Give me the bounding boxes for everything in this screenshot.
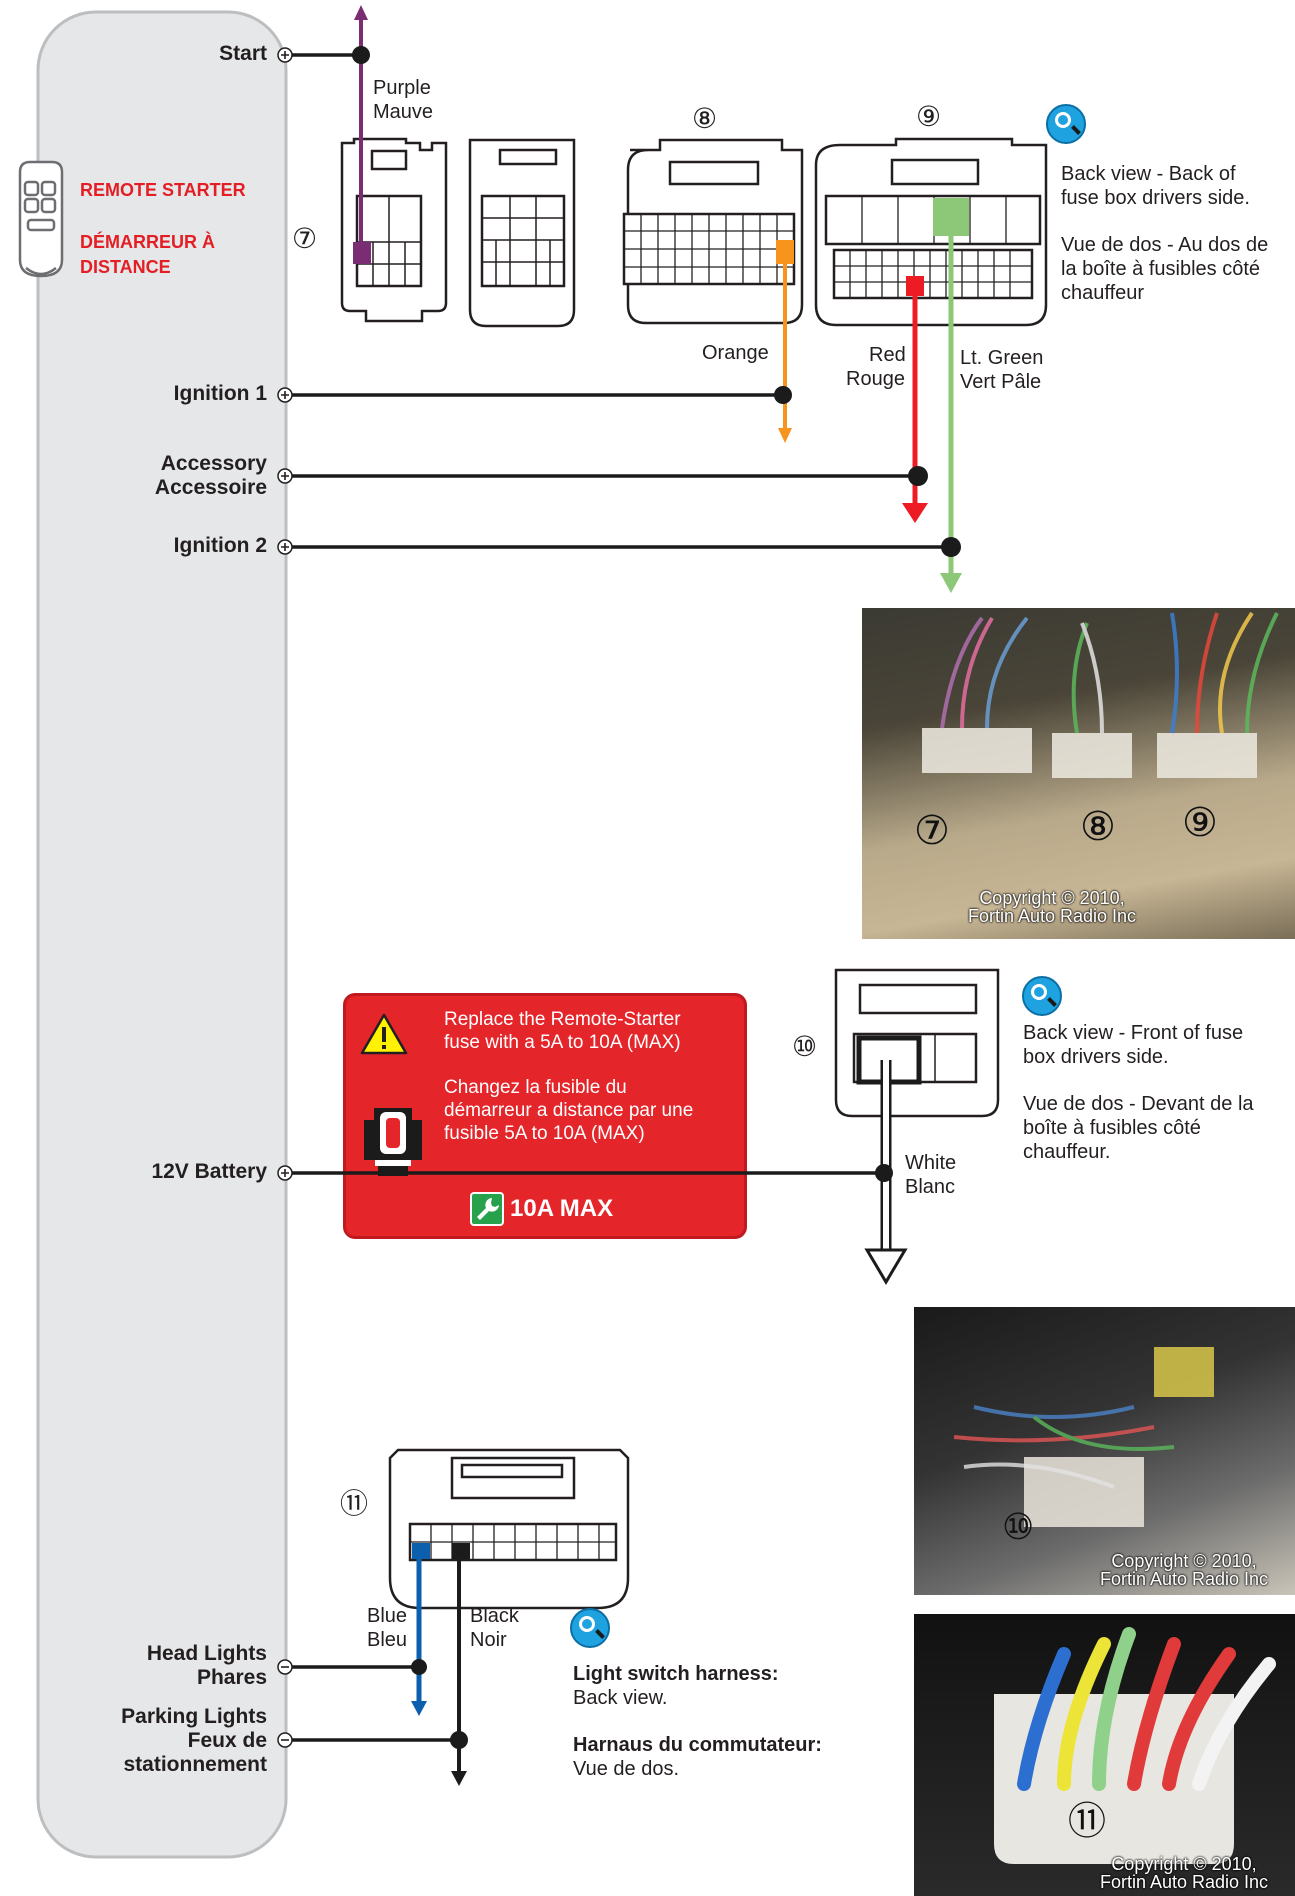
- blue-wire-label: Blue: [367, 1605, 408, 1627]
- terminal-ignition1-label: Ignition 1: [173, 382, 267, 405]
- terminal-parking-fr2-label: stationnement: [123, 1753, 267, 1776]
- note-fusebox-back-1: Back view - Back of: [1061, 163, 1236, 185]
- connector-7: [340, 137, 448, 323]
- warning-text-fr3: fusible 5A to 10A (MAX): [444, 1123, 645, 1144]
- terminal-signs: [281, 51, 289, 1741]
- terminal-battery-label: 12V Battery: [151, 1160, 267, 1183]
- red-wire-label: Red: [869, 344, 906, 366]
- photo-light-switch: ⑪ Copyright © 2010, Fortin Auto Radio In…: [914, 1614, 1295, 1896]
- green-wire-label-fr: Vert Pâle: [960, 371, 1042, 393]
- connector-11: [388, 1448, 630, 1610]
- terminal-parking-fr1-label: Feux de: [187, 1729, 267, 1752]
- white-wire-label: White: [905, 1152, 957, 1174]
- remote-starter-title-fr: DÉMARREUR À DISTANCE: [80, 232, 215, 277]
- note-fusebox-front-fr3: chauffeur.: [1023, 1141, 1111, 1163]
- photo-label-8: ⑧: [1080, 804, 1116, 850]
- warning-text-en2: fuse with a 5A to 10A (MAX): [444, 1032, 681, 1053]
- photo-label-9: ⑨: [1182, 800, 1218, 846]
- connector-unlabeled: [468, 138, 576, 328]
- terminal-parking-label: Parking Lights: [121, 1705, 267, 1728]
- photo-fusebox-back: ⑦ ⑧ ⑨ Copyright © 2010, Fortin Auto Radi…: [862, 608, 1295, 939]
- photo-fusebox-front: ⑩ Copyright © 2010, Fortin Auto Radio In…: [914, 1307, 1295, 1595]
- remote-starter-title: REMOTE STARTER: [80, 180, 246, 200]
- terminal-headlights-label: Head Lights: [146, 1642, 267, 1665]
- copyright-line1: Copyright © 2010,: [1111, 1551, 1257, 1571]
- note-fusebox-back-fr3: chauffeur: [1061, 282, 1145, 304]
- copyright-line2: Fortin Auto Radio Inc: [967, 906, 1137, 926]
- red-wire-label-fr: Rouge: [846, 368, 905, 390]
- connector-7-number: ⑦: [292, 222, 318, 255]
- note-light-title: Light switch harness:: [573, 1663, 779, 1685]
- white-wire-label-fr: Blanc: [905, 1176, 956, 1198]
- connector-10-number: ⑩: [792, 1030, 818, 1063]
- magnifier-icon[interactable]: [1022, 976, 1062, 1016]
- warning-text-fr1: Changez la fusible du: [444, 1077, 627, 1098]
- note-fusebox-front-fr2: boîte à fusibles côté: [1023, 1117, 1201, 1139]
- green-wire-label: Lt. Green: [960, 347, 1044, 369]
- warning-text-en1: Replace the Remote-Starter: [444, 1009, 681, 1030]
- purple-wire-label-fr: Mauve: [373, 101, 434, 123]
- photo-label-7: ⑦: [914, 808, 950, 854]
- note-fusebox-back-2: fuse box drivers side.: [1061, 187, 1250, 209]
- photo-label-10: ⑩: [1002, 1507, 1035, 1548]
- terminal-accessory-fr-label: Accessoire: [154, 476, 267, 499]
- note-fusebox-front-2: box drivers side.: [1023, 1046, 1169, 1068]
- terminal-start-label: Start: [219, 42, 267, 65]
- terminal-ignition2-label: Ignition 2: [173, 534, 267, 557]
- orange-wire-label: Orange: [702, 342, 769, 364]
- black-wire-label: Black: [470, 1605, 519, 1627]
- note-light-title-fr: Harnaus du commutateur:: [573, 1734, 822, 1756]
- photo-label-11: ⑪: [1068, 1799, 1107, 1843]
- black-wire-label-fr: Noir: [470, 1629, 507, 1651]
- copyright-line2: Fortin Auto Radio Inc: [1099, 1569, 1269, 1589]
- blue-wire-label-fr: Bleu: [367, 1629, 408, 1651]
- copyright-line1: Copyright © 2010,: [1111, 1854, 1257, 1874]
- magnifier-icon[interactable]: [1046, 104, 1086, 144]
- remote-icon: [18, 160, 64, 278]
- connector-9-number: ⑨: [916, 100, 942, 133]
- fuse-icon: [364, 1108, 422, 1176]
- note-fusebox-front-fr1: Vue de dos - Devant de la: [1023, 1093, 1254, 1115]
- connector-9: [814, 137, 1048, 327]
- purple-wire-label: Purple: [373, 77, 431, 99]
- note-light-sub: Back view.: [573, 1687, 668, 1709]
- connector-8-number: ⑧: [692, 102, 718, 135]
- connector-11-number: ⑪: [340, 1487, 369, 1520]
- copyright-line1: Copyright © 2010,: [979, 888, 1125, 908]
- warning-badge: 10A MAX: [510, 1195, 614, 1222]
- remote-starter-panel: [36, 10, 288, 1859]
- fuse-warning-box: Replace the Remote-Starter fuse with a 5…: [343, 993, 747, 1239]
- note-light-sub-fr: Vue de dos.: [573, 1758, 680, 1780]
- note-fusebox-front-1: Back view - Front of fuse: [1023, 1022, 1244, 1044]
- terminal-headlights-fr-label: Phares: [196, 1666, 267, 1689]
- terminal-accessory-label: Accessory: [160, 452, 267, 475]
- note-fusebox-back-fr2: la boîte à fusibles côté: [1061, 258, 1261, 280]
- copyright-line2: Fortin Auto Radio Inc: [1099, 1872, 1269, 1892]
- connector-9-green-pin: [933, 198, 969, 236]
- note-fusebox-back-fr1: Vue de dos - Au dos de: [1061, 234, 1269, 256]
- wrench-icon: [470, 1192, 504, 1226]
- warning-text-fr2: démarreur a distance par une: [444, 1100, 694, 1121]
- warning-triangle-icon: [360, 1013, 408, 1055]
- magnifier-icon[interactable]: [570, 1608, 610, 1648]
